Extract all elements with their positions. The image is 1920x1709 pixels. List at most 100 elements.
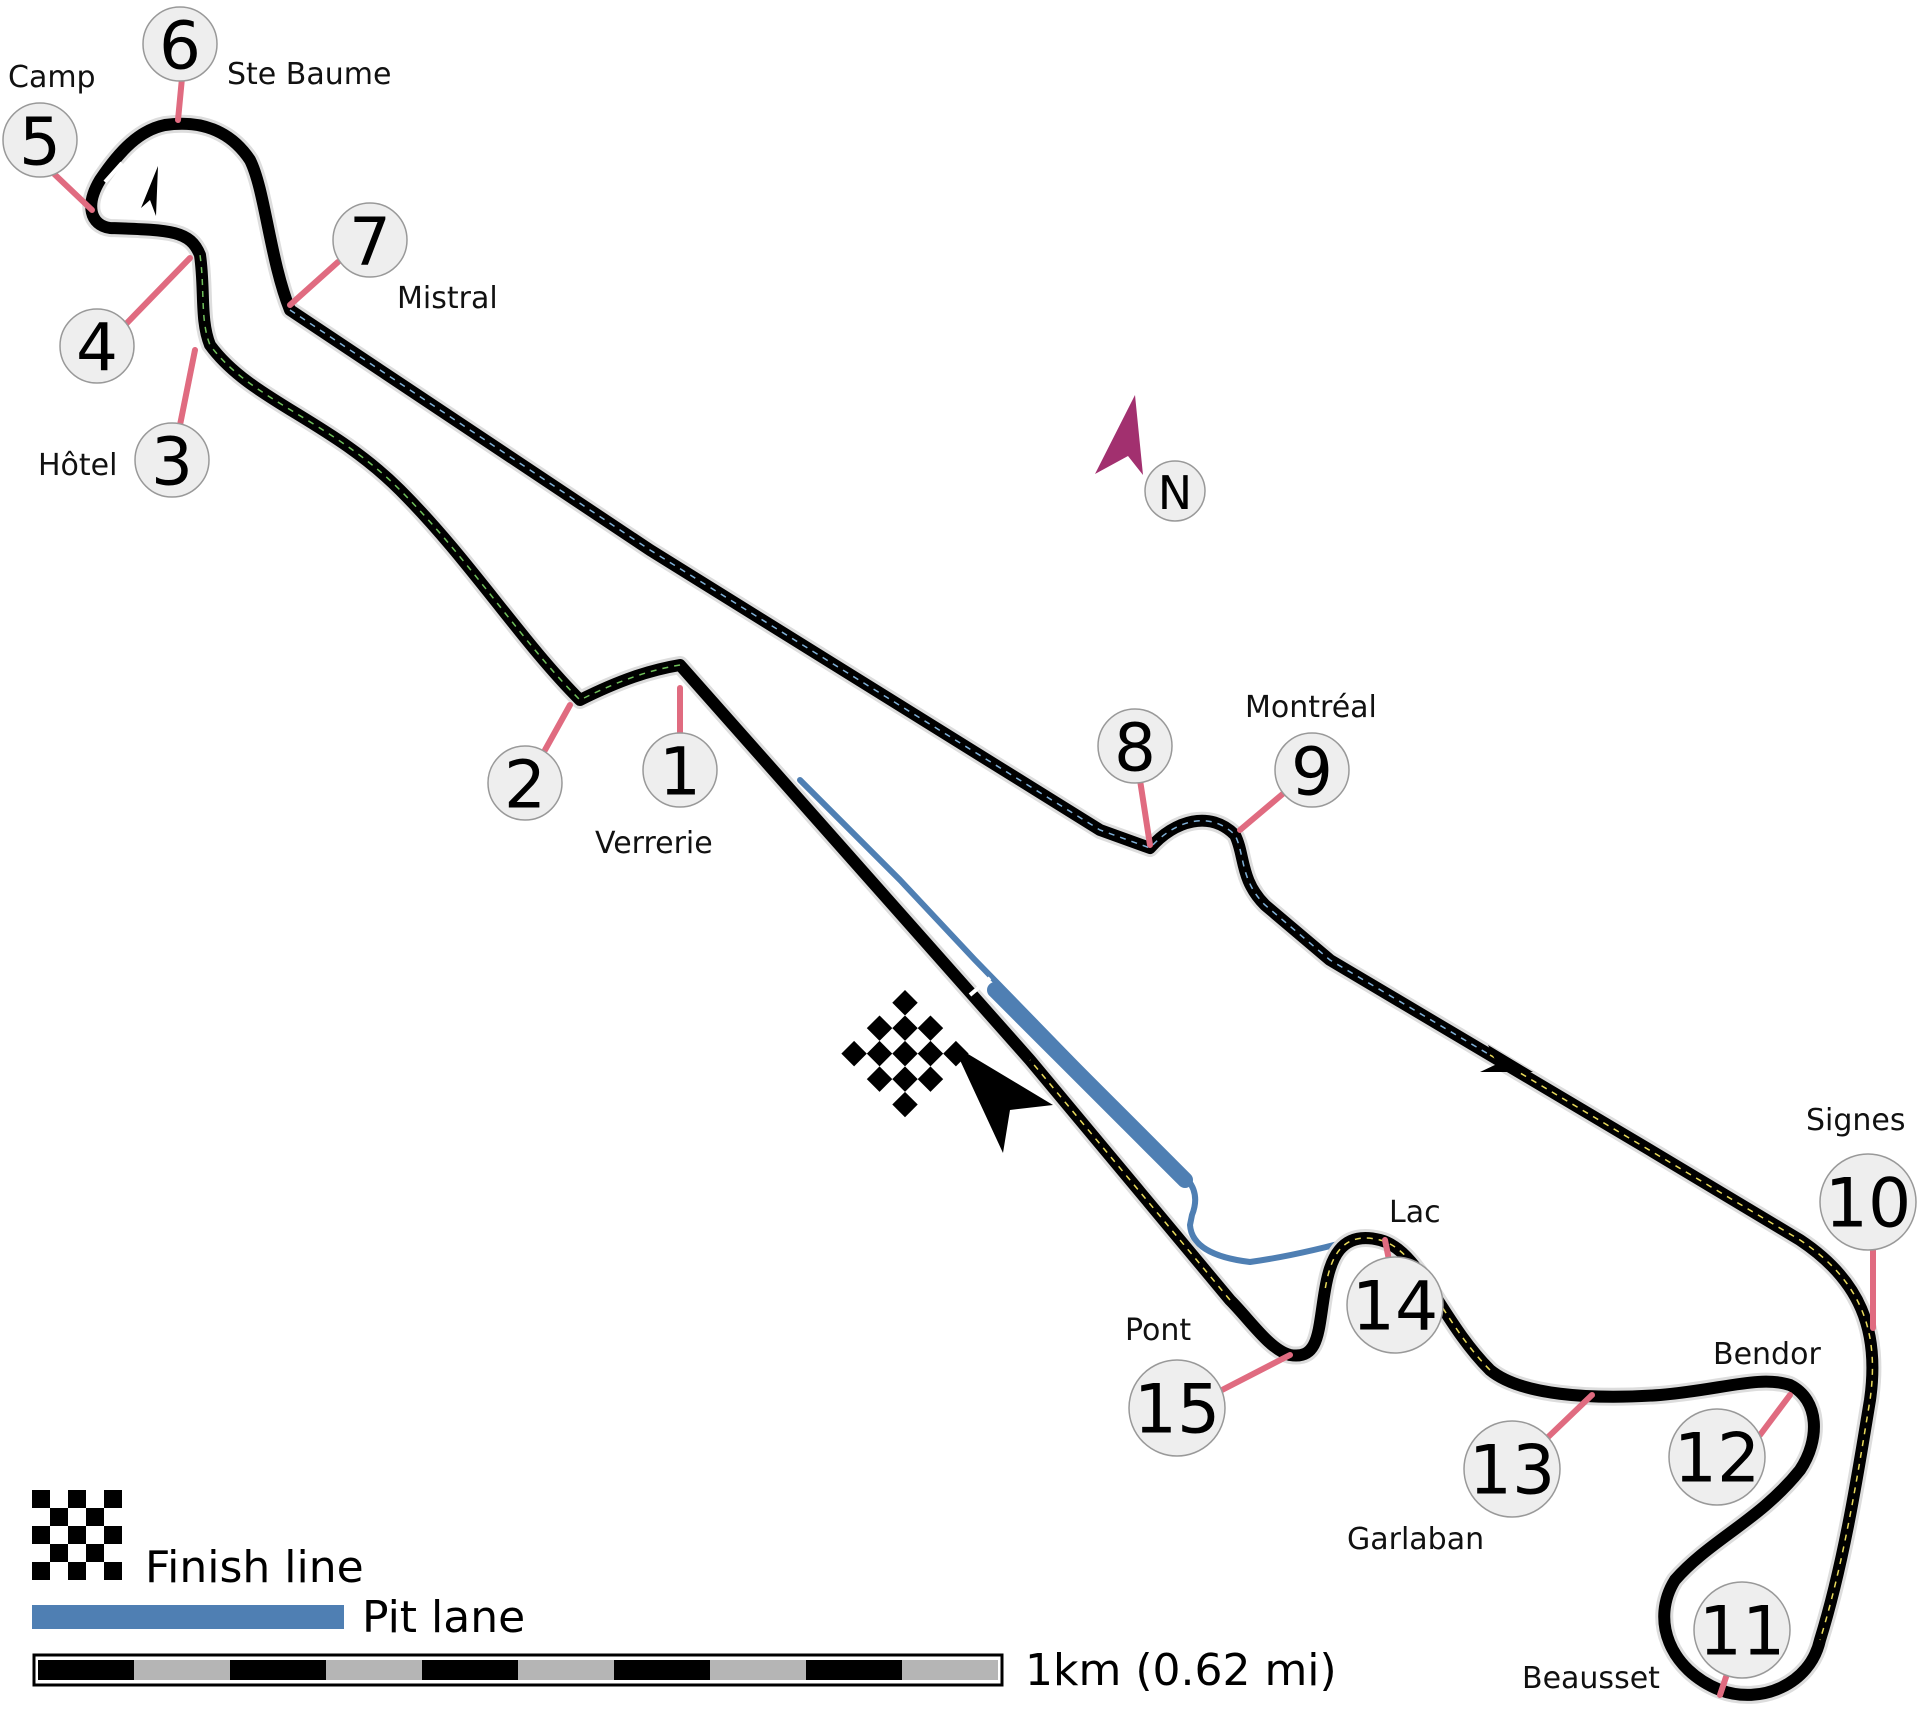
corner-connector-8 bbox=[1137, 777, 1153, 848]
corner-badge-15: 15 bbox=[1128, 1359, 1226, 1457]
corner-connector-15 bbox=[1219, 1352, 1293, 1393]
scale-bar-segments bbox=[38, 1660, 998, 1680]
corner-number: 7 bbox=[349, 204, 391, 281]
scale-segment bbox=[134, 1660, 230, 1680]
corner-badges: 1 2 3 4 5 6 7 8 bbox=[2, 6, 1917, 1679]
scale-label: 1km (0.62 mi) bbox=[1025, 1645, 1337, 1696]
corner-number: 1 bbox=[659, 734, 701, 811]
corner-badge-14: 14 bbox=[1346, 1256, 1444, 1354]
scale-bar: 1km (0.62 mi) bbox=[32, 1645, 1337, 1696]
corner-connector-7 bbox=[287, 259, 341, 308]
checker-square bbox=[917, 1066, 944, 1092]
corner-name-14: Lac bbox=[1389, 1195, 1441, 1230]
corner-number: 12 bbox=[1674, 1420, 1761, 1499]
scale-segment bbox=[422, 1660, 518, 1680]
corner-name-6: Ste Baume bbox=[227, 57, 391, 92]
corner-badge-8: 8 bbox=[1097, 708, 1173, 787]
corner-name-15: Pont bbox=[1125, 1313, 1191, 1348]
corner-connector-4 bbox=[122, 255, 193, 328]
checker-square bbox=[892, 990, 918, 1016]
checkered-flag-icon bbox=[841, 990, 969, 1118]
track-center-dash bbox=[289, 309, 1491, 1056]
corner-number: 9 bbox=[1291, 734, 1333, 811]
checker-square bbox=[892, 1066, 918, 1092]
checker-square bbox=[866, 1015, 893, 1041]
corner-badge-1: 1 bbox=[642, 732, 718, 811]
corner-number: 8 bbox=[1114, 710, 1156, 787]
scale-segment bbox=[902, 1660, 998, 1680]
corner-name-9: Montréal bbox=[1245, 690, 1377, 725]
checker-square bbox=[866, 1040, 893, 1067]
corner-connector-12 bbox=[1757, 1392, 1793, 1438]
corner-number: 14 bbox=[1352, 1268, 1439, 1347]
corner-badge-3: 3 bbox=[134, 422, 210, 501]
pit-lane-path bbox=[797, 777, 1363, 1265]
corner-connector-3 bbox=[177, 347, 198, 428]
scale-segment bbox=[38, 1660, 134, 1680]
corner-name-1: Verrerie bbox=[595, 826, 713, 861]
pit-lane-wide-section bbox=[987, 982, 1193, 1188]
direction-arrow-icon bbox=[1480, 1045, 1533, 1072]
corner-name-5: Camp bbox=[8, 60, 96, 95]
corner-number: 15 bbox=[1134, 1371, 1221, 1450]
corner-connector-13 bbox=[1542, 1392, 1595, 1443]
scale-segment bbox=[806, 1660, 902, 1680]
corner-connector-9 bbox=[1237, 789, 1288, 833]
sector-marker-3 bbox=[968, 976, 992, 997]
checker-square bbox=[892, 1091, 918, 1118]
checker-square bbox=[841, 1040, 867, 1067]
legend-pit-lane-swatch bbox=[32, 1605, 344, 1629]
corner-number: 10 bbox=[1825, 1165, 1912, 1244]
track-center-dash-green bbox=[199, 254, 681, 701]
corner-names: Verrerie Hôtel Camp Ste Baume Mistral Mo… bbox=[8, 57, 1906, 1696]
sector-marker-1 bbox=[103, 161, 124, 184]
corner-number: 5 bbox=[19, 104, 61, 181]
corner-number: 6 bbox=[159, 8, 201, 85]
scale-segment bbox=[230, 1660, 326, 1680]
checker-square bbox=[32, 1526, 50, 1544]
corner-number: 4 bbox=[76, 310, 118, 387]
corner-badge-5: 5 bbox=[2, 102, 78, 181]
corner-badge-11: 11 bbox=[1693, 1581, 1791, 1679]
corner-number: 2 bbox=[504, 747, 546, 824]
corner-connector-5 bbox=[47, 167, 95, 213]
north-arrow-icon bbox=[1095, 395, 1143, 475]
corner-badge-13: 13 bbox=[1463, 1420, 1561, 1518]
legend: Finish line Pit lane bbox=[32, 1490, 525, 1643]
checker-square bbox=[104, 1526, 122, 1544]
checker-square bbox=[50, 1544, 68, 1562]
scale-segment bbox=[518, 1660, 614, 1680]
direction-arrow-icon bbox=[141, 166, 158, 216]
north-indicator: N bbox=[1095, 395, 1206, 522]
north-label: N bbox=[1158, 466, 1192, 520]
checker-square bbox=[892, 1040, 918, 1067]
corner-number: 3 bbox=[151, 424, 193, 501]
corner-badge-4: 4 bbox=[59, 308, 135, 387]
corner-name-3: Hôtel bbox=[38, 448, 117, 483]
checker-square bbox=[32, 1490, 50, 1508]
checker-square bbox=[104, 1490, 122, 1508]
corner-name-7: Mistral bbox=[397, 281, 498, 316]
checker-square bbox=[917, 1015, 944, 1041]
corner-name-10: Signes bbox=[1806, 1103, 1906, 1138]
corner-connectors bbox=[47, 75, 1876, 1698]
corner-badge-6: 6 bbox=[142, 6, 218, 85]
corner-badge-7: 7 bbox=[332, 202, 408, 281]
legend-pit-lane-label: Pit lane bbox=[362, 1592, 525, 1643]
scale-segment bbox=[710, 1660, 806, 1680]
legend-finish-line-label: Finish line bbox=[145, 1542, 364, 1593]
checker-square bbox=[866, 1066, 893, 1092]
checker-square bbox=[917, 1040, 944, 1067]
checker-square bbox=[68, 1526, 86, 1544]
checker-square bbox=[68, 1490, 86, 1508]
corner-connector-2 bbox=[542, 702, 573, 753]
checker-square bbox=[68, 1562, 86, 1580]
checker-square bbox=[32, 1562, 50, 1580]
corner-number: 11 bbox=[1699, 1593, 1786, 1672]
checker-square bbox=[86, 1508, 104, 1526]
checker-square bbox=[892, 1015, 918, 1041]
legend-checkered-flag-icon bbox=[32, 1490, 122, 1580]
corner-connector-6 bbox=[175, 75, 185, 123]
corner-number: 13 bbox=[1469, 1432, 1556, 1511]
